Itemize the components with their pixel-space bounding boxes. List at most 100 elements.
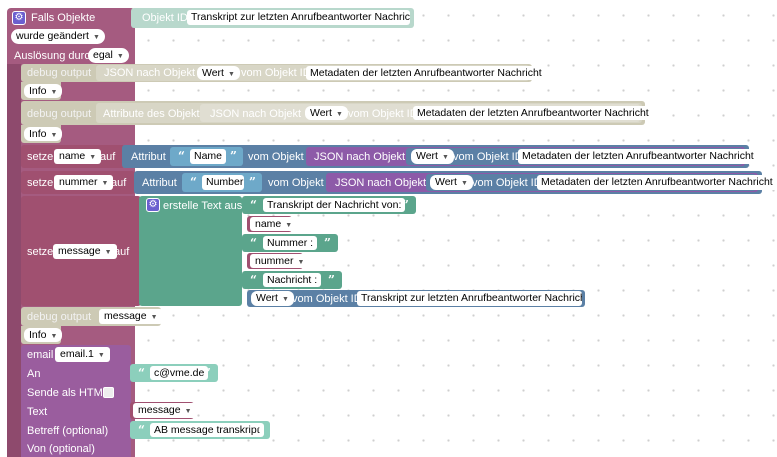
set-nummer-json-label: JSON nach Objekt — [335, 177, 427, 189]
set-nummer-attr-field[interactable]: Number — [202, 175, 244, 190]
set-nummer-from-obj-label: vom Objekt — [268, 177, 324, 189]
set-name-json-label: JSON nach Objekt — [314, 151, 406, 163]
debug2-from-label: vom Objekt ID — [348, 108, 418, 120]
set-name-object-field[interactable]: Metadaten der letzten Anrufbeantworter N… — [518, 149, 758, 164]
set-nummer-from-label: vom Objekt ID — [472, 177, 542, 189]
open-quote-icon: “ — [250, 273, 257, 287]
debug3-level-dropdown[interactable]: Info▼ — [24, 328, 63, 342]
create-text-label: erstelle Text aus — [163, 200, 243, 212]
chevron-down-icon: ▼ — [50, 132, 58, 139]
set-nummer-value-dropdown[interactable]: Wert▼ — [430, 175, 473, 190]
email-text-var-value: message — [138, 404, 181, 416]
text-part-6-value-dropdown[interactable]: Wert▼ — [251, 291, 294, 306]
trigger-changed-value: wurde geändert — [16, 30, 89, 42]
trigger-objekt-id-field[interactable]: Transkript zur letzten Anrufbeantworter … — [187, 10, 410, 25]
set-name-value-option: Wert — [416, 150, 438, 162]
debug2-value-option: Wert — [310, 107, 332, 119]
debug2-value-dropdown[interactable]: Wert▼ — [305, 106, 348, 120]
set-name-label: setze — [27, 151, 54, 163]
set-message-var-value: message — [58, 245, 101, 257]
email-to-label: An — [27, 368, 41, 380]
text-part-2-dropdown[interactable]: name▼ — [250, 217, 298, 231]
text-part-4-dropdown[interactable]: nummer▼ — [250, 254, 310, 268]
chevron-down-icon: ▼ — [150, 314, 158, 321]
set-nummer-var-dropdown[interactable]: nummer▼ — [54, 175, 114, 190]
text-part-1-field[interactable]: Transkript der Nachricht von: — [263, 198, 406, 212]
text-part-4-value: nummer — [255, 255, 294, 267]
open-quote-icon: “ — [250, 236, 257, 250]
trigger-title: Falls Objekte — [31, 12, 96, 24]
email-from-label: Von (optional) — [27, 443, 95, 455]
debug1-value-dropdown[interactable]: Wert▼ — [197, 66, 240, 80]
trigger-inner-rail — [7, 64, 21, 457]
email-block[interactable] — [21, 345, 131, 457]
text-part-2-value: name — [255, 218, 282, 230]
trigger-objekt-id-label: Objekt ID — [142, 12, 188, 24]
debug2-object-field[interactable]: Metadaten der letzten Anrufbeantworter N… — [413, 106, 653, 120]
email-label: email — [27, 349, 54, 361]
set-message-var-dropdown[interactable]: message▼ — [53, 244, 117, 259]
email-subject-field[interactable]: AB message transkript — [150, 423, 264, 437]
chevron-down-icon: ▼ — [227, 71, 235, 78]
create-text-block[interactable] — [139, 196, 242, 306]
set-message-on-label: auf — [114, 246, 130, 258]
debug2-level-dropdown[interactable]: Info▼ — [24, 127, 63, 141]
debug1-level-dropdown[interactable]: Info▼ — [24, 84, 63, 98]
chevron-down-icon: ▼ — [92, 34, 100, 41]
debug1-from-label: vom Objekt ID — [241, 67, 311, 79]
set-message-label: setze — [27, 246, 54, 258]
set-nummer-label: setze — [27, 177, 54, 189]
debug1-object-field[interactable]: Metadaten der letzten Anrufbeantworter N… — [306, 66, 546, 80]
email-subject-label: Betreff (optional) — [27, 425, 109, 437]
set-name-var-dropdown[interactable]: name▼ — [54, 149, 102, 164]
debug-output-label-2: debug output — [27, 108, 92, 120]
trigger-gear-icon[interactable]: ⚙ — [12, 11, 26, 25]
set-nummer-on-label: auf — [111, 177, 127, 189]
text-part-5-field[interactable]: Nachricht : — [263, 273, 322, 287]
chevron-down-icon: ▼ — [460, 180, 468, 187]
create-text-gear-icon[interactable]: ⚙ — [146, 198, 160, 212]
debug1-json-label: JSON nach Objekt — [104, 67, 196, 79]
debug2-json-label: JSON nach Objekt — [210, 108, 302, 120]
set-name-attr-field[interactable]: Name — [190, 149, 226, 164]
debug2-attr-label: Attribute des Objekts — [103, 108, 206, 120]
chevron-down-icon: ▼ — [104, 249, 112, 256]
chevron-down-icon: ▼ — [50, 89, 58, 96]
set-nummer-object-field[interactable]: Metadaten der letzten Anrufbeantworter N… — [537, 175, 777, 190]
set-name-from-label: vom Objekt ID — [453, 151, 523, 163]
open-quote-icon: “ — [190, 175, 197, 189]
email-text-var-dropdown[interactable]: message▼ — [133, 403, 197, 418]
email-to-field[interactable]: c@vme.de — [150, 366, 209, 380]
open-quote-icon: “ — [178, 149, 185, 163]
chevron-down-icon: ▼ — [97, 352, 105, 359]
chevron-down-icon: ▼ — [335, 111, 343, 118]
text-part-6-value-option: Wert — [256, 292, 278, 304]
close-quote-icon: ” — [230, 149, 237, 163]
open-quote-icon: “ — [138, 423, 145, 437]
trigger-changed-dropdown[interactable]: wurde geändert▼ — [11, 29, 105, 44]
chevron-down-icon: ▼ — [89, 154, 97, 161]
email-instance-value: email.1 — [60, 348, 94, 360]
debug3-var-dropdown[interactable]: message▼ — [99, 309, 163, 324]
set-name-attr-label: Attribut — [131, 151, 166, 163]
chevron-down-icon: ▼ — [101, 180, 109, 187]
set-name-value-dropdown[interactable]: Wert▼ — [411, 149, 454, 164]
close-quote-icon: ” — [204, 366, 211, 380]
set-name-on-label: auf — [100, 151, 116, 163]
debug1-level-value: Info — [29, 85, 47, 97]
chevron-down-icon: ▼ — [281, 296, 289, 303]
close-quote-icon: ” — [249, 175, 256, 189]
close-quote-icon: ” — [328, 273, 335, 287]
email-instance-dropdown[interactable]: email.1▼ — [55, 347, 110, 362]
email-html-checkbox[interactable] — [103, 387, 114, 398]
chevron-down-icon: ▼ — [285, 222, 293, 229]
open-quote-icon: “ — [250, 198, 257, 212]
trigger-option-dropdown[interactable]: egal▼ — [88, 48, 129, 63]
chevron-down-icon: ▼ — [184, 408, 192, 415]
chevron-down-icon: ▼ — [50, 333, 58, 340]
close-quote-icon: ” — [256, 423, 263, 437]
set-name-var-value: name — [59, 150, 86, 162]
text-part-6-object-field[interactable]: Transkript zur letzten Anrufbeantworter … — [357, 291, 582, 306]
text-part-3-field[interactable]: Nummer : — [263, 236, 318, 250]
set-nummer-attr-label: Attribut — [142, 177, 177, 189]
